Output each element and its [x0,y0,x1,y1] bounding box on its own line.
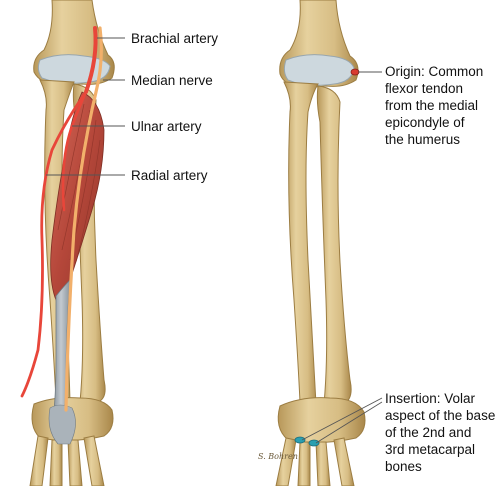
insertion-marker-3rd [308,439,320,447]
label-insertion: Insertion: Volar aspect of the base of t… [385,390,495,475]
insertion-marker-2nd [294,436,306,444]
radial-artery-path [20,90,88,398]
origin-line-4: epicondyle of [385,115,465,130]
origin-line-5: the humerus [385,132,461,147]
label-radial-artery: Radial artery [131,168,208,183]
right-forearm-bones [275,0,366,487]
insertion-leader-a [301,397,383,441]
right-elbow-cartilage [283,54,355,86]
label-brachial-artery: Brachial artery [131,31,219,46]
origin-line-1: Origin: Common [385,64,484,79]
insertion-line-5: bones [385,459,422,474]
origin-line-3: from the medial [385,98,479,113]
insertion-line-3: of the 2nd and [385,425,472,440]
insertion-line-2: aspect of the base [385,408,496,423]
ulnar-artery-path [61,90,88,212]
right-ulna [283,81,319,405]
label-ulnar-artery: Ulnar artery [131,119,202,134]
insertion-leader-b [315,401,383,444]
artist-signature: S. Bohren [258,452,298,461]
label-origin: Origin: Common flexor tendon from the me… [385,63,483,148]
origin-line-2: flexor tendon [385,81,464,96]
insertion-line-4: 3rd metacarpal [385,442,476,457]
brachial-artery-path [84,26,98,94]
insertion-line-1: Insertion: Volar [385,391,476,406]
origin-marker [350,68,360,76]
label-median-nerve: Median nerve [131,73,213,88]
median-nerve-path [64,26,103,412]
right-leader-lines [301,71,383,444]
right-metacarpals [275,437,355,487]
right-radius [316,85,352,405]
left-leader-lines [46,37,125,176]
left-tendon-wrist-spread [48,404,76,445]
